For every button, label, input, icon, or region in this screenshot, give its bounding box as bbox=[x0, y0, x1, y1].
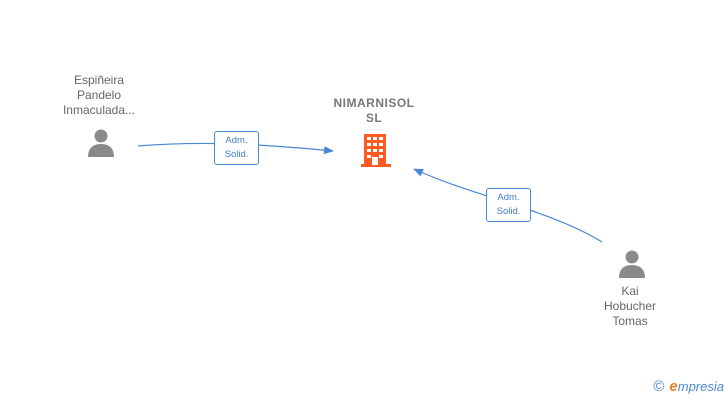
relation-label-2-line1: Adm. bbox=[497, 192, 520, 203]
relation-label-1-line2: Solid. bbox=[224, 149, 249, 160]
person-icon[interactable] bbox=[86, 128, 116, 158]
copyright-icon: © bbox=[653, 378, 665, 395]
brand-initial: e bbox=[669, 378, 678, 395]
footer-brand[interactable]: © empresia bbox=[653, 379, 724, 394]
building-icon[interactable] bbox=[360, 133, 392, 167]
relation-label-2[interactable]: Adm. Solid. bbox=[486, 188, 531, 222]
person-1-name-line1: Espiñeira bbox=[73, 73, 125, 87]
company-name-line2: SL bbox=[365, 111, 383, 125]
person-1-name-line3: Inmaculada... bbox=[62, 103, 136, 117]
person-2-name-line1: Kai bbox=[621, 284, 639, 298]
person-icon[interactable] bbox=[617, 249, 647, 279]
brand-logo: empresia bbox=[669, 379, 724, 394]
person-2-name-line3: Tomas bbox=[612, 314, 648, 328]
relation-label-1-line1: Adm. bbox=[225, 135, 248, 146]
brand-rest: mpresia bbox=[677, 379, 724, 394]
relation-label-2-line2: Solid. bbox=[496, 206, 521, 217]
company-name[interactable]: NIMARNISOL SL bbox=[318, 96, 430, 126]
person-1-name[interactable]: Espiñeira Pandelo Inmaculada... bbox=[40, 73, 158, 118]
person-2-name[interactable]: Kai Hobucher Tomas bbox=[580, 284, 680, 329]
company-name-line1: NIMARNISOL bbox=[333, 96, 415, 110]
relation-label-1[interactable]: Adm. Solid. bbox=[214, 131, 259, 165]
person-1-name-line2: Pandelo bbox=[76, 88, 122, 102]
person-2-name-line2: Hobucher bbox=[603, 299, 657, 313]
